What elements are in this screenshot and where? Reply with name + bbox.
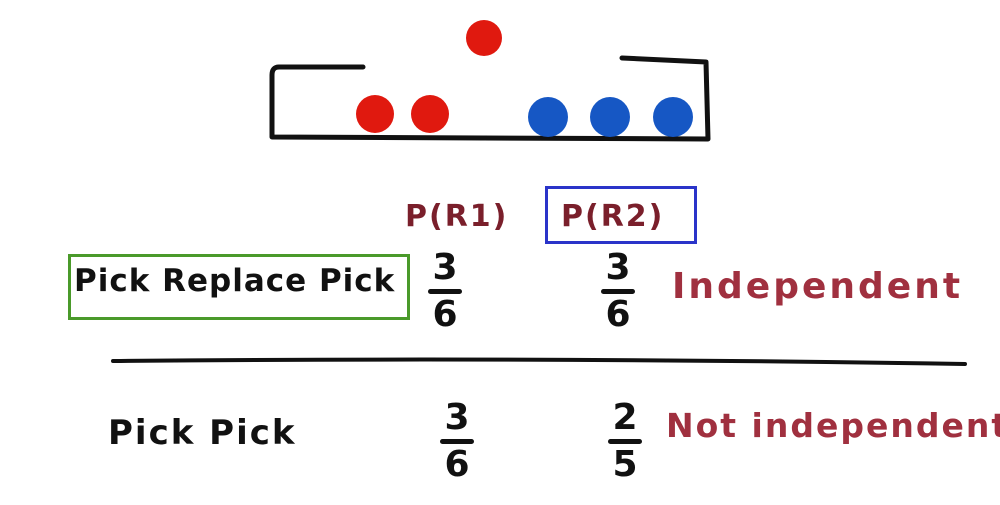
- row-1-label: Pick Replace Pick: [74, 263, 396, 299]
- blue-ball: [590, 97, 630, 137]
- row-2-label: Pick Pick: [108, 413, 297, 453]
- drawn-red-ball: [466, 20, 502, 56]
- row-2-p-r2-fraction: 2 5: [600, 400, 650, 483]
- header-p-r2: P(R2): [561, 199, 665, 234]
- fraction-bar: [428, 289, 462, 294]
- fraction-bar: [601, 289, 635, 294]
- fraction-numerator: 3: [605, 247, 631, 288]
- fraction-denominator: 6: [432, 294, 458, 335]
- header-p-r1: P(R1): [405, 199, 509, 234]
- row-1-p-r2-fraction: 3 6: [593, 250, 643, 333]
- row-1-result: Independent: [672, 266, 964, 307]
- header-p-r2-highlight: [545, 186, 697, 244]
- container-outline: [269, 55, 711, 142]
- row-2-p-r1-fraction: 3 6: [432, 400, 482, 483]
- fraction-denominator: 5: [612, 444, 638, 485]
- fraction-denominator: 6: [444, 444, 470, 485]
- ball-container-illustration: [269, 20, 711, 142]
- row-1-label-highlight: [68, 254, 410, 320]
- row-1-p-r1-fraction: 3 6: [420, 250, 470, 333]
- fraction-bar: [440, 439, 474, 444]
- fraction-numerator: 2: [612, 397, 638, 438]
- fraction-denominator: 6: [605, 294, 631, 335]
- blue-ball: [653, 97, 693, 137]
- red-ball: [411, 95, 449, 133]
- row-divider: [111, 357, 967, 366]
- row-2-result: Not independent: [666, 406, 1000, 445]
- fraction-numerator: 3: [432, 247, 458, 288]
- fraction-bar: [608, 439, 642, 444]
- blue-ball: [528, 97, 568, 137]
- red-ball: [356, 95, 394, 133]
- fraction-numerator: 3: [444, 397, 470, 438]
